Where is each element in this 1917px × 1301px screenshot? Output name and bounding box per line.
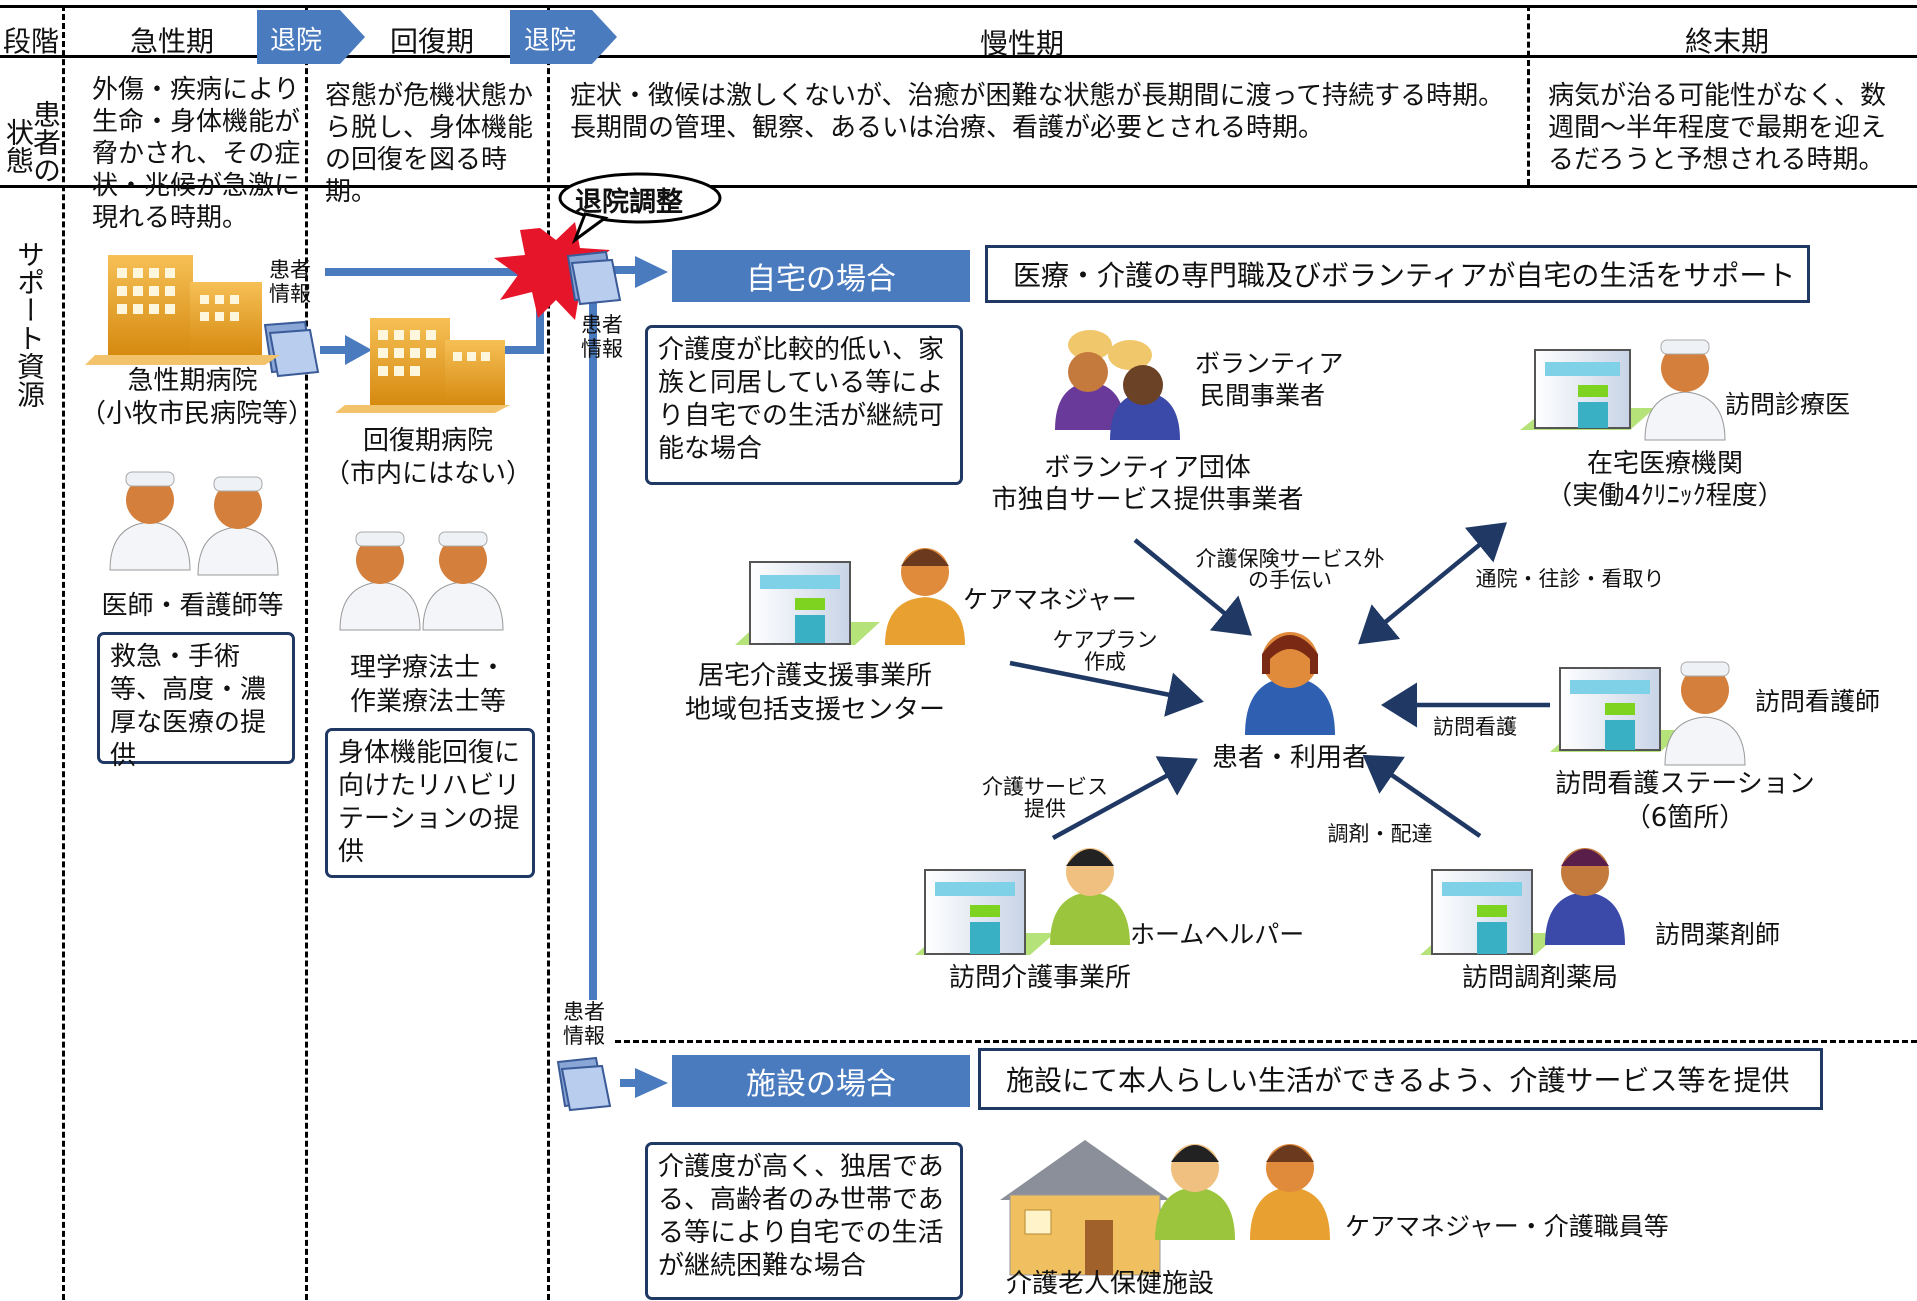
nursing-facility-icon [1000,1140,1170,1276]
visiting-pharmacist-icon [1545,848,1625,945]
col-divider-recovery [547,5,550,1300]
visiting-pharmacist-label: 訪問薬剤師 [1655,920,1781,949]
home-medical-clinic-icon [1520,349,1655,430]
chronic-header: 慢性期 [980,27,1065,60]
home-care-office-label: 訪問介護事業所 [948,963,1131,993]
support-row-label: サポート資源 [13,240,46,408]
non-insurance-label-2: の手伝い [1248,568,1332,592]
home-case-description: 医療・介護の専門職及びボランティアが自宅の生活をサポート [985,245,1810,303]
visiting-nurse-icon [1664,661,1746,766]
care-staff-label: ケアマネジャー・介護職員等 [1345,1212,1669,1241]
facility-case-banner: 施設の場合 [672,1055,970,1107]
recovery-hospital-label-1: 回復期病院 [362,426,493,456]
recovery-care-box: 身体機能回復に向けたリハビリテーションの提供 [325,728,535,878]
acute-hospital-label-1: 急性期病院 [127,366,258,396]
col-divider-acute [305,5,308,1300]
volunteer-group-label-2: 市独自サービス提供事業者 [991,485,1304,515]
care-plan-label-1: ケアプラン [1052,628,1158,652]
home-case-banner: 自宅の場合 [672,250,970,302]
visiting-pharmacy-label: 訪問調剤薬局 [1461,963,1618,993]
nursing-station-clinic-icon [1550,667,1685,752]
care-support-label-2: 地域包括支援センター [684,695,945,725]
acute-doctors-icon [109,471,279,576]
nursing-station-label-2: （6箇所） [1624,803,1746,833]
care-support-clinic-icon [735,561,880,645]
header-divider [0,55,1917,58]
terminal-state-text: 病気が治る可能性がなく、数週間～半年程度で最期を迎えるだろうと予想される時期。 [1548,81,1887,175]
stage-label: 段階 [2,25,59,58]
discharge-coordination-label: 退院調整 [575,187,683,218]
volunteer-icon [1055,330,1180,440]
facility-case-box: 介護度が高く、独居である、高齢者のみ世帯である等により自宅での生活が継続困難な場… [645,1142,963,1300]
home-case-box: 介護度が比較的低い、家族と同居している等により自宅での生活が継続可能な場合 [645,325,963,485]
discharge-tag-1: 退院 [270,26,323,56]
patient-info-label-2: 患者情報 [581,313,623,361]
patient-info-label-1: 患者情報 [269,258,311,306]
recovery-hospital-label-2: （市内にはない） [323,459,532,489]
volunteer-label-1: ボランティア [1195,349,1344,378]
care-service-label-2: 提供 [1024,797,1066,821]
acute-hospital-label-2: （小牧市民病院等） [80,399,315,429]
chronic-state-text: 症状・徴候は激しくないが、治癒が困難な状態が長期間に渡って持続する時期。長期間の… [570,81,1505,143]
col-divider-chronic [1527,5,1530,185]
patient-info-label-3: 患者情報 [563,1000,605,1048]
acute-hospital-icon [85,255,280,365]
acute-care-box: 救急・手術等、高度・濃厚な医療の提供 [97,632,295,771]
therapists-label-1: 理学療法士・ [349,653,506,683]
home-care-office-clinic-icon [915,869,1055,955]
acute-state-text: 外傷・疾病により生命・身体機能が脅かされ、その症状・兆候が急激に現れる時期。 [92,75,301,233]
recovery-hospital-icon [335,318,510,413]
facility-divider [615,1040,1917,1043]
patient-user-label: 患者・利用者 [1211,743,1368,773]
state-divider [0,185,1917,188]
folder-icon-1 [263,320,320,378]
recovery-therapists-icon [339,531,504,631]
folder-icon-2 [566,250,622,306]
recovery-header: 回復期 [390,25,475,58]
doctors-nurses-label: 医師・看護師等 [101,591,284,621]
nursing-station-label-1: 訪問看護ステーション [1555,769,1815,799]
visiting-doctor-icon [1644,339,1726,441]
folder-icon-3 [556,1056,612,1112]
therapists-label-2: 作業療法士等 [349,687,506,717]
acute-header: 急性期 [130,25,215,58]
recovery-state-text: 容態が危機状態から脱し、身体機能の回復を図る時期。 [325,81,534,207]
home-helper-label: ホームヘルパー [1130,920,1305,949]
volunteer-group-label-1: ボランティア団体 [1044,453,1251,483]
home-medical-label-2: （実働4ｸﾘﾆｯｸ程度） [1546,481,1784,511]
care-service-label-1: 介護サービス [982,775,1108,799]
nursing-facility-label: 介護老人保健施設 [1005,1269,1214,1299]
discharge-burst [494,222,612,320]
visiting-doctor-label: 訪問診療医 [1725,390,1851,419]
visiting-nurse-label: 訪問看護師 [1755,687,1881,716]
state-row-label-2: 状態 [2,118,35,174]
non-insurance-label-1: 介護保険サービス外 [1195,547,1385,571]
visiting-nursing-label: 訪問看護 [1433,715,1517,739]
visits-label: 通院・往診・看取り [1475,567,1665,591]
patient-user-icon [1245,632,1335,735]
state-row-label-1: 患者の [29,100,62,184]
pharmacy-clinic-icon [1420,869,1560,955]
dispensing-label: 調剤・配達 [1327,822,1433,846]
home-helper-icon [1050,848,1130,945]
col-divider-label [62,5,65,1300]
volunteer-label-2: 民間事業者 [1200,381,1326,410]
discharge-tag-2: 退院 [524,26,577,56]
care-plan-label-2: 作成 [1084,650,1126,674]
home-medical-label-1: 在宅医療機関 [1586,449,1743,479]
top-border [0,5,1917,8]
care-support-label-1: 居宅介護支援事業所 [697,661,932,691]
facility-staff-icon [1155,1144,1330,1240]
care-manager-label: ケアマネジャー [963,585,1137,614]
care-manager-icon [885,548,965,645]
facility-case-description: 施設にて本人らしい生活ができるよう、介護サービス等を提供 [978,1048,1823,1110]
terminal-header: 終末期 [1685,25,1770,58]
